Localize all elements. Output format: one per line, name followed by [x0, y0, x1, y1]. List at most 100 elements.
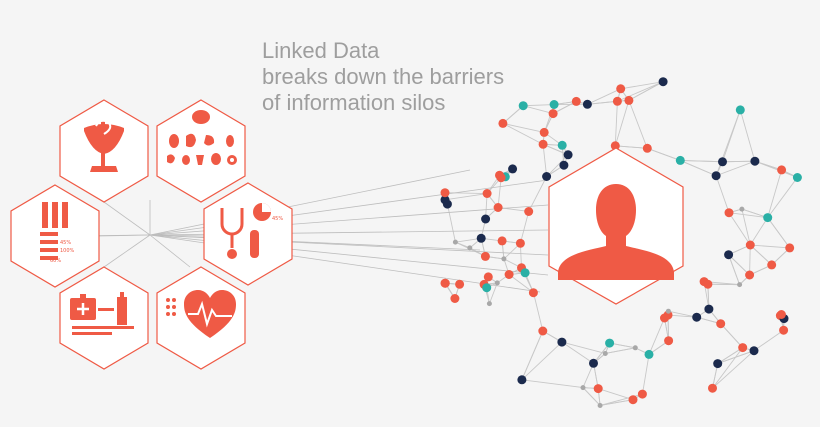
network-node: [481, 214, 491, 224]
network-node: [675, 155, 685, 165]
person-profile-icon: [558, 184, 674, 280]
network-edge: [754, 160, 782, 171]
hex-medical-kit: [59, 266, 149, 370]
network-edge: [489, 282, 498, 304]
network-node: [632, 345, 638, 351]
network-node: [703, 279, 713, 289]
hex-person: [548, 147, 684, 305]
headline-line-1: Linked Data: [262, 38, 380, 63]
network-edge: [717, 347, 743, 364]
network-node: [498, 118, 508, 128]
network-edge: [680, 159, 723, 163]
network-node: [483, 272, 493, 282]
hex-heart: [156, 266, 246, 370]
network-edge: [614, 101, 618, 146]
network-edge: [521, 379, 584, 389]
network-node: [524, 207, 534, 216]
network-node: [610, 141, 620, 151]
network-node: [452, 239, 458, 245]
anatomy-organs-icon: [167, 110, 237, 165]
network-node: [455, 279, 465, 289]
connector-line: [103, 201, 151, 236]
network-node: [713, 359, 723, 369]
network-node: [486, 301, 492, 307]
headline-line-2: breaks down the barriers: [262, 64, 505, 89]
network-edge: [767, 217, 791, 249]
network-edge: [715, 160, 756, 177]
network-edge: [728, 254, 741, 285]
network-edge: [647, 147, 681, 161]
network-node: [745, 240, 755, 250]
network-node: [493, 203, 503, 212]
network-edge: [749, 217, 769, 246]
network-edge: [502, 122, 545, 133]
network-node: [767, 260, 777, 270]
network-node: [538, 139, 548, 149]
network-edge: [741, 208, 751, 246]
lab-test-tubes-icon: [40, 202, 68, 260]
network-node: [785, 243, 795, 253]
network-edge: [582, 387, 601, 406]
network-node: [738, 343, 748, 353]
network-edge: [502, 123, 544, 145]
network-edge: [614, 100, 630, 146]
connector-line: [103, 234, 151, 268]
connector-lines: [59, 169, 549, 293]
network-edge: [561, 341, 606, 354]
network-node: [501, 256, 507, 262]
network-edge: [715, 175, 730, 213]
network-node: [664, 336, 674, 346]
network-nodes: [440, 77, 802, 408]
network-node: [548, 109, 558, 119]
network-edge: [753, 329, 784, 352]
network-node: [716, 319, 726, 329]
network-node: [644, 349, 654, 359]
network-node: [792, 173, 802, 182]
hex-lab: 45% 100% 60%: [10, 184, 100, 288]
network-edge: [750, 244, 790, 249]
network-node: [665, 308, 671, 314]
network-node: [480, 251, 490, 261]
network-edge: [523, 105, 554, 115]
network-node: [440, 195, 450, 205]
network-node: [542, 172, 552, 181]
network-node: [624, 95, 634, 105]
hex-anatomy: [156, 99, 246, 203]
network-edge: [641, 354, 650, 395]
network-edge: [712, 347, 744, 389]
network-edge: [587, 88, 621, 105]
network-node: [777, 165, 787, 175]
network-node: [559, 160, 569, 170]
connector-line: [149, 234, 191, 268]
medical-kit-icon: [70, 292, 134, 335]
network-node: [482, 283, 492, 293]
network-node: [580, 385, 586, 391]
network-node: [616, 84, 626, 94]
network-edge: [728, 212, 768, 219]
network-node: [582, 99, 592, 109]
network-edge: [508, 274, 534, 294]
network-node: [628, 395, 638, 405]
network-node: [557, 140, 567, 150]
network-node: [739, 206, 745, 212]
network-edge: [528, 176, 548, 212]
bar-percent-2: 100%: [60, 248, 75, 254]
network-edge: [561, 341, 594, 364]
network-node: [440, 278, 450, 288]
network-edge: [648, 317, 665, 355]
network-edge: [741, 208, 768, 219]
network-node: [440, 188, 450, 198]
pie-percent: 45%: [272, 216, 283, 222]
network-edge: [600, 399, 634, 406]
network-edge: [523, 104, 555, 107]
network-edge: [717, 350, 755, 365]
heart-rate-icon: [166, 290, 236, 338]
connector-line: [149, 234, 205, 237]
network-edge: [715, 109, 741, 176]
network-node: [450, 294, 460, 303]
network-node: [724, 250, 734, 260]
network-edge: [728, 254, 750, 276]
network-node: [779, 325, 789, 335]
network-edge: [749, 245, 751, 276]
